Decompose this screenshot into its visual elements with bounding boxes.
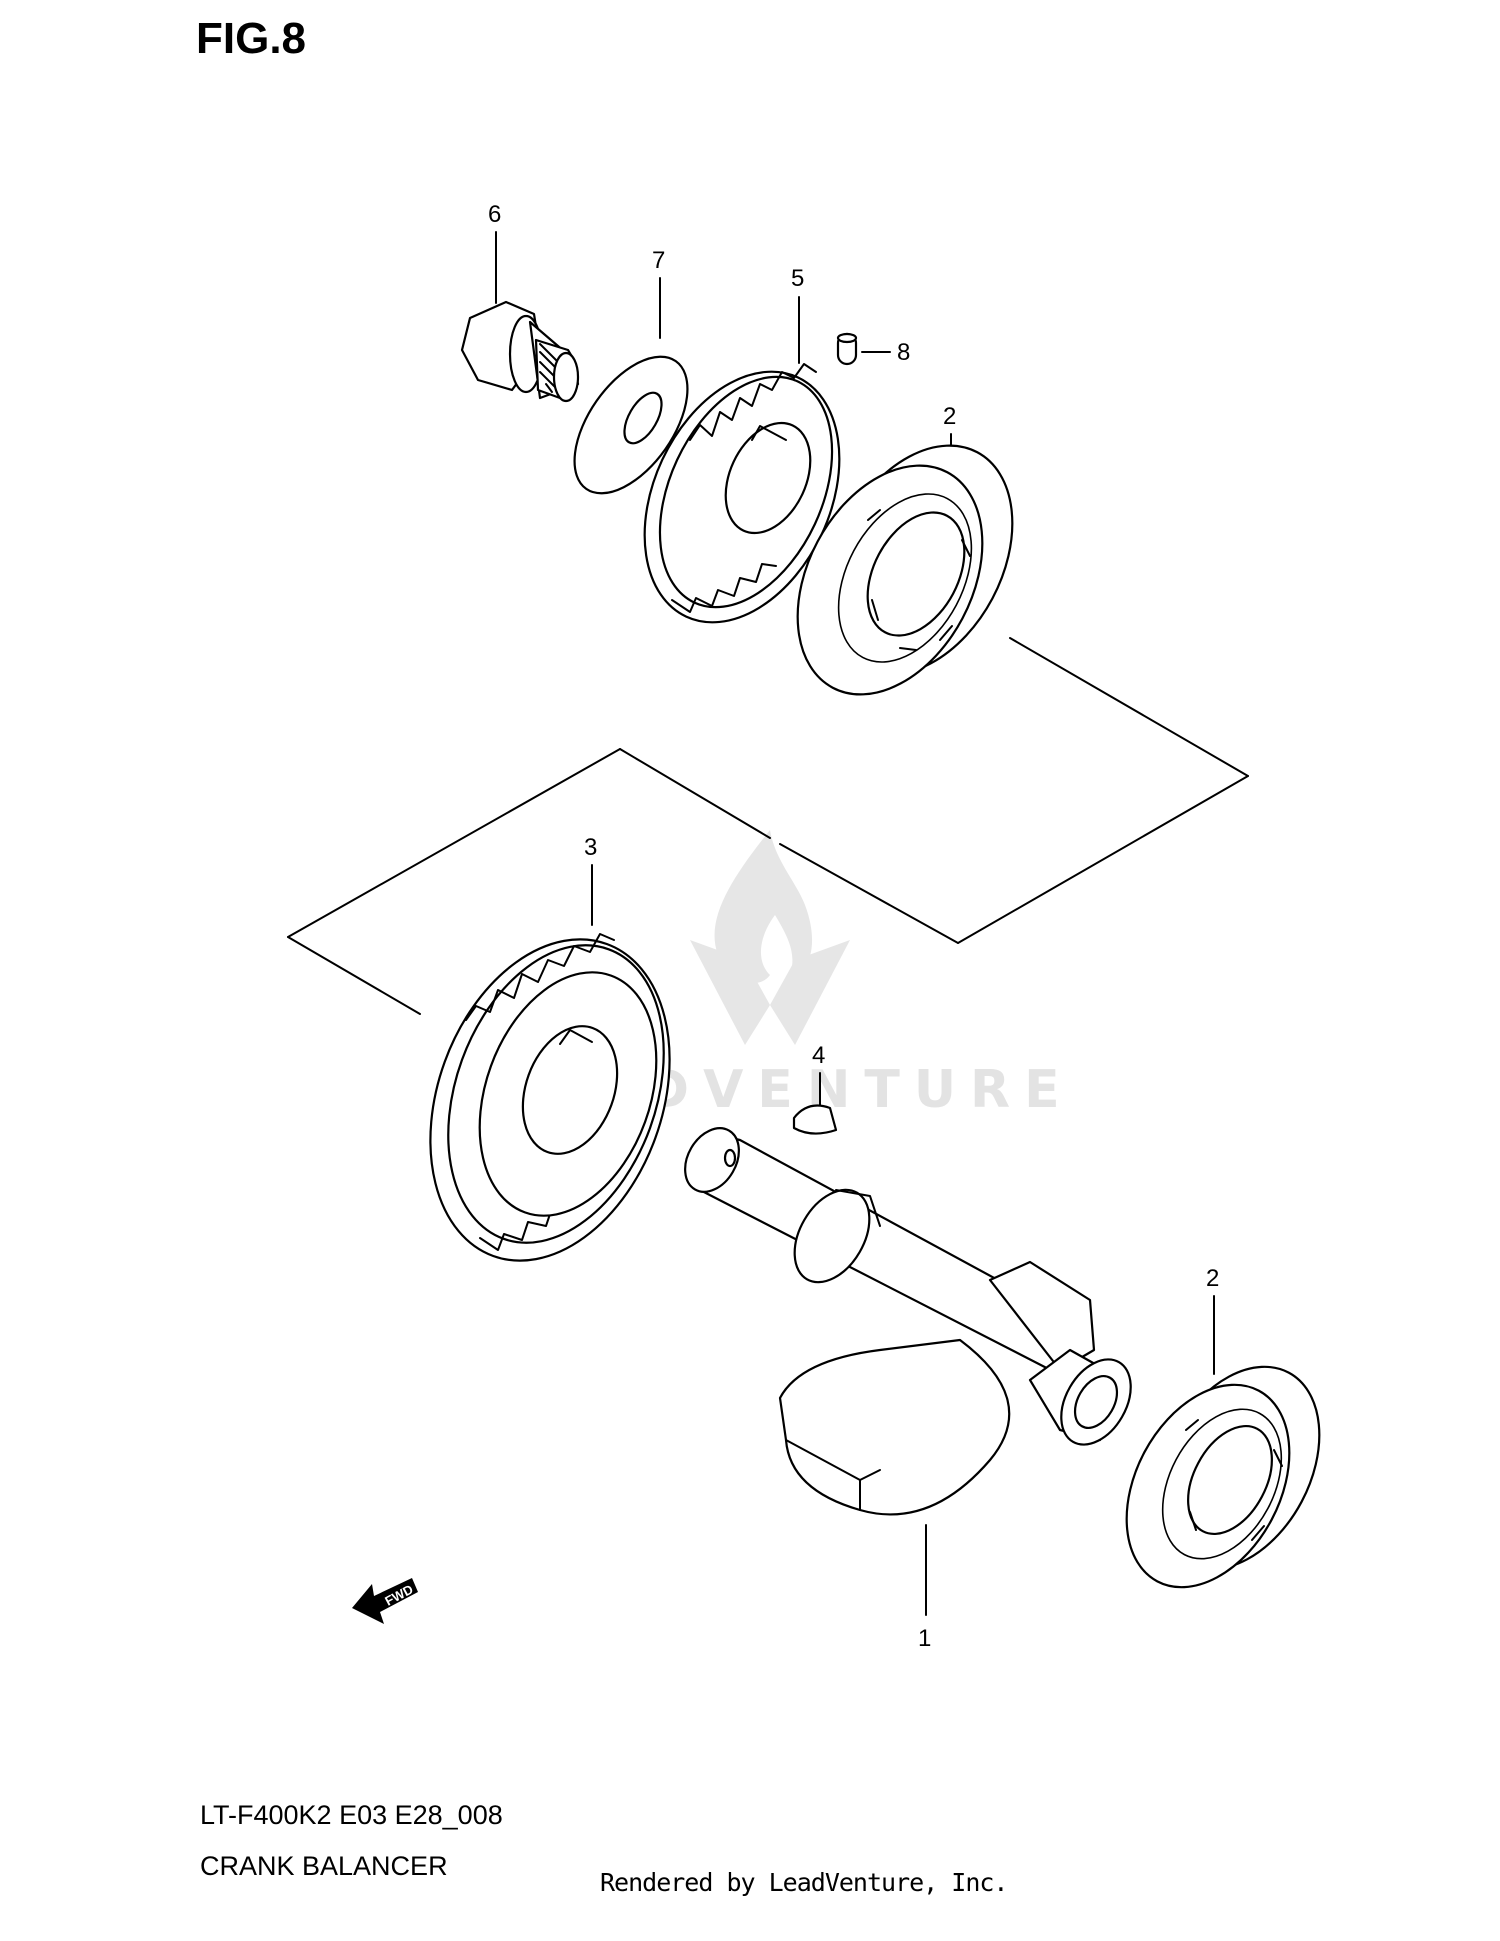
callout-8: 8: [897, 339, 910, 366]
callout-2-lower: 2: [1206, 1265, 1219, 1292]
callout-1: 1: [918, 1625, 931, 1652]
callout-labels: 6 7 5 8 2 3 4 2 1: [488, 201, 1219, 1652]
washer-part-7: [573, 355, 689, 495]
drive-gear-part-5: [643, 363, 841, 624]
callout-5: 5: [791, 265, 804, 292]
balancer-shaft-part-1: [684, 1127, 1132, 1516]
section-name: CRANK BALANCER: [200, 1851, 448, 1881]
render-credit: Rendered by LeadVenture, Inc.: [600, 1868, 1008, 1897]
pin-part-8: [836, 332, 858, 366]
callout-2-upper: 2: [943, 403, 956, 430]
watermark-logo: [690, 830, 850, 1045]
callout-7: 7: [652, 247, 665, 274]
leader-lines: [495, 231, 1215, 1616]
callout-3: 3: [584, 834, 597, 861]
fwd-label: FWD: [382, 1582, 415, 1609]
bearing-part-2-upper: [796, 444, 1014, 696]
figure-title: FIG.8: [196, 14, 307, 63]
flange-bolt-part-6: [460, 300, 580, 403]
callout-6: 6: [488, 201, 501, 228]
callout-4: 4: [812, 1042, 825, 1069]
bearing-part-2-lower: [1125, 1365, 1321, 1589]
driven-gear-part-3: [429, 933, 671, 1262]
key-part-4: [792, 1104, 838, 1135]
assembly-lines: [287, 637, 1249, 1015]
model-code: LT-F400K2 E03 E28_008: [200, 1800, 503, 1830]
forward-arrow-icon: FWD: [352, 1578, 418, 1624]
